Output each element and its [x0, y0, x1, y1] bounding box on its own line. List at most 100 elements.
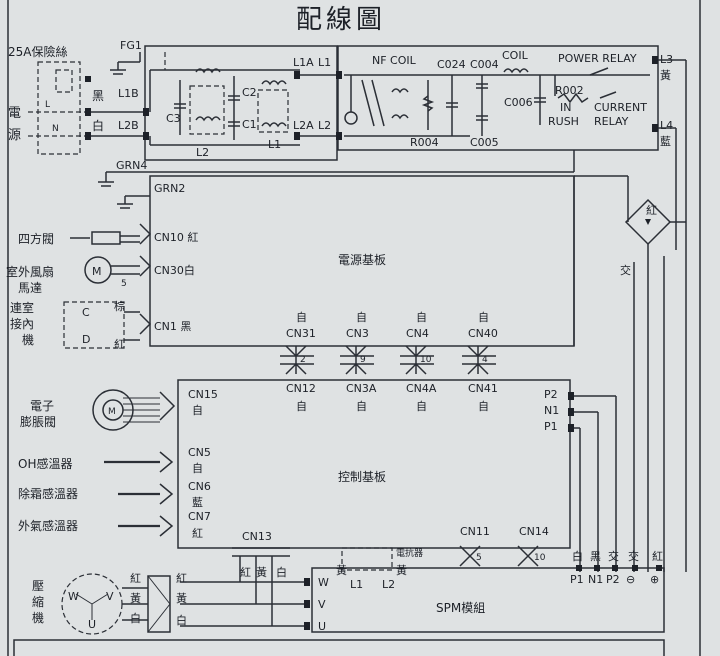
- cn30-connector: [139, 255, 152, 277]
- bridge-pin: 2: [300, 355, 306, 365]
- conn-label-1: 連室: [10, 300, 34, 315]
- label-FG1: FG1: [120, 39, 142, 52]
- bridge-bot-color: 自: [478, 400, 489, 413]
- bridge-top-color: 自: [478, 311, 489, 324]
- comp-windings: [75, 593, 109, 620]
- cn1-connector: [139, 313, 152, 335]
- coil-L1-frame: [257, 89, 289, 133]
- N1-terminal: [568, 408, 574, 416]
- conn-brown: 棕: [114, 299, 125, 313]
- compressor-label-3: 機: [32, 610, 44, 625]
- compressor-connector: [147, 575, 171, 633]
- control-board-title: 控制基板: [338, 470, 386, 484]
- spark-gap-2: [371, 79, 385, 127]
- fuse-box: [37, 61, 81, 155]
- bridge-bot-cn: CN4A: [406, 382, 437, 395]
- label-coil: COIL: [502, 49, 529, 62]
- r004: [421, 95, 435, 112]
- filter-board: [144, 45, 338, 161]
- cn15-connector: [159, 391, 176, 421]
- r002: [557, 92, 589, 104]
- bridge-pin: 10: [420, 355, 432, 365]
- L2B-terminal: [143, 132, 149, 140]
- four-way-coil: [91, 231, 121, 245]
- fuse-element: [55, 69, 73, 93]
- P2-terminal: [568, 392, 574, 400]
- comp-W: W: [68, 590, 79, 603]
- reactor-L2: L2: [382, 578, 395, 591]
- cn14-connector: [517, 545, 539, 567]
- note-frame: [13, 639, 665, 656]
- coil-top: [503, 68, 529, 74]
- label-C1: C1: [242, 118, 257, 131]
- bridge-bot-cn: CN12: [286, 382, 316, 395]
- bridge-pin: 4: [482, 355, 488, 365]
- L1B-terminal: [143, 108, 149, 116]
- outdoor-sensor-label: 外氣感溫器: [18, 518, 78, 533]
- label-RUSH: RUSH: [548, 115, 579, 128]
- spm-bot-label: P2: [606, 573, 620, 586]
- label-C2: C2: [242, 86, 257, 99]
- comp-V: V: [106, 590, 114, 603]
- bridge-top-cn: CN31: [286, 327, 316, 340]
- label-CN7: CN7: [188, 510, 211, 523]
- coil-L2-frame: [189, 85, 225, 135]
- label-L1: L1: [318, 56, 331, 69]
- indoor-conn-frame: [63, 301, 125, 349]
- spm-bot-label: N1: [588, 573, 603, 586]
- spm-wire-y: 黃: [256, 566, 267, 579]
- label-R002: R002: [555, 84, 584, 97]
- bridge-top-color: 自: [356, 311, 367, 324]
- cn10-connector: [139, 223, 152, 245]
- label-CN15c: 自: [192, 404, 203, 417]
- cn7-connector: [159, 515, 174, 537]
- fan-motor-M: M: [92, 265, 102, 278]
- power-label-2: 源: [8, 128, 21, 143]
- label-nfcoil: NF COIL: [372, 54, 417, 67]
- bridge-top-cn: CN40: [468, 327, 498, 340]
- bridge-bot-color: 自: [356, 400, 367, 413]
- valve-label-2: 膨脹閥: [20, 415, 56, 429]
- conn-red: 紅: [114, 338, 125, 351]
- wire-black: 黑: [92, 89, 104, 103]
- reactor: [341, 547, 393, 571]
- bridge-ac: 交: [620, 263, 631, 277]
- diagram-title: 配線圖: [296, 5, 386, 35]
- spm-V: V: [318, 598, 326, 611]
- conn-C: C: [82, 306, 90, 319]
- fuse-label: 25A保險絲: [8, 44, 67, 59]
- spm-bot-label: ⊖: [626, 573, 635, 586]
- main-filter-board: [337, 45, 659, 151]
- label-blue: 藍: [660, 135, 671, 148]
- cn11-connector: [459, 545, 481, 567]
- L2A-terminal: [294, 132, 300, 140]
- bridge-bot-cn: CN3A: [346, 382, 377, 395]
- conn-D: D: [82, 333, 90, 346]
- label-L1A: L1A: [293, 56, 314, 69]
- spm-title: SPM模組: [436, 601, 485, 615]
- valve-wires: [123, 397, 160, 423]
- cn14-pin: 10: [534, 553, 546, 563]
- fan-label-2: 馬達: [18, 281, 42, 295]
- label-CURRENT: CURRENT: [594, 101, 647, 114]
- four-way-label: 四方閥: [18, 231, 54, 246]
- conn-y: 黃: [176, 592, 187, 605]
- coil-L1-bot: [261, 122, 287, 128]
- label-L2-coil: L2: [196, 146, 209, 159]
- fan-label-1: 室外風扇: [6, 264, 54, 279]
- label-R004: R004: [410, 136, 439, 149]
- spm-bot-terminal: [594, 565, 600, 571]
- label-yellow: 黃: [660, 69, 671, 82]
- label-CN7c: 紅: [192, 527, 203, 540]
- label-L2: L2: [318, 119, 331, 132]
- label-IN: IN: [560, 101, 571, 114]
- spm-V-terminal: [304, 600, 310, 608]
- valve-M: M: [108, 407, 116, 417]
- bridge-diode: [645, 219, 651, 225]
- label-L4: L4: [660, 119, 673, 132]
- fuse-N: N: [52, 124, 59, 134]
- label-GRN4: GRN4: [116, 159, 147, 172]
